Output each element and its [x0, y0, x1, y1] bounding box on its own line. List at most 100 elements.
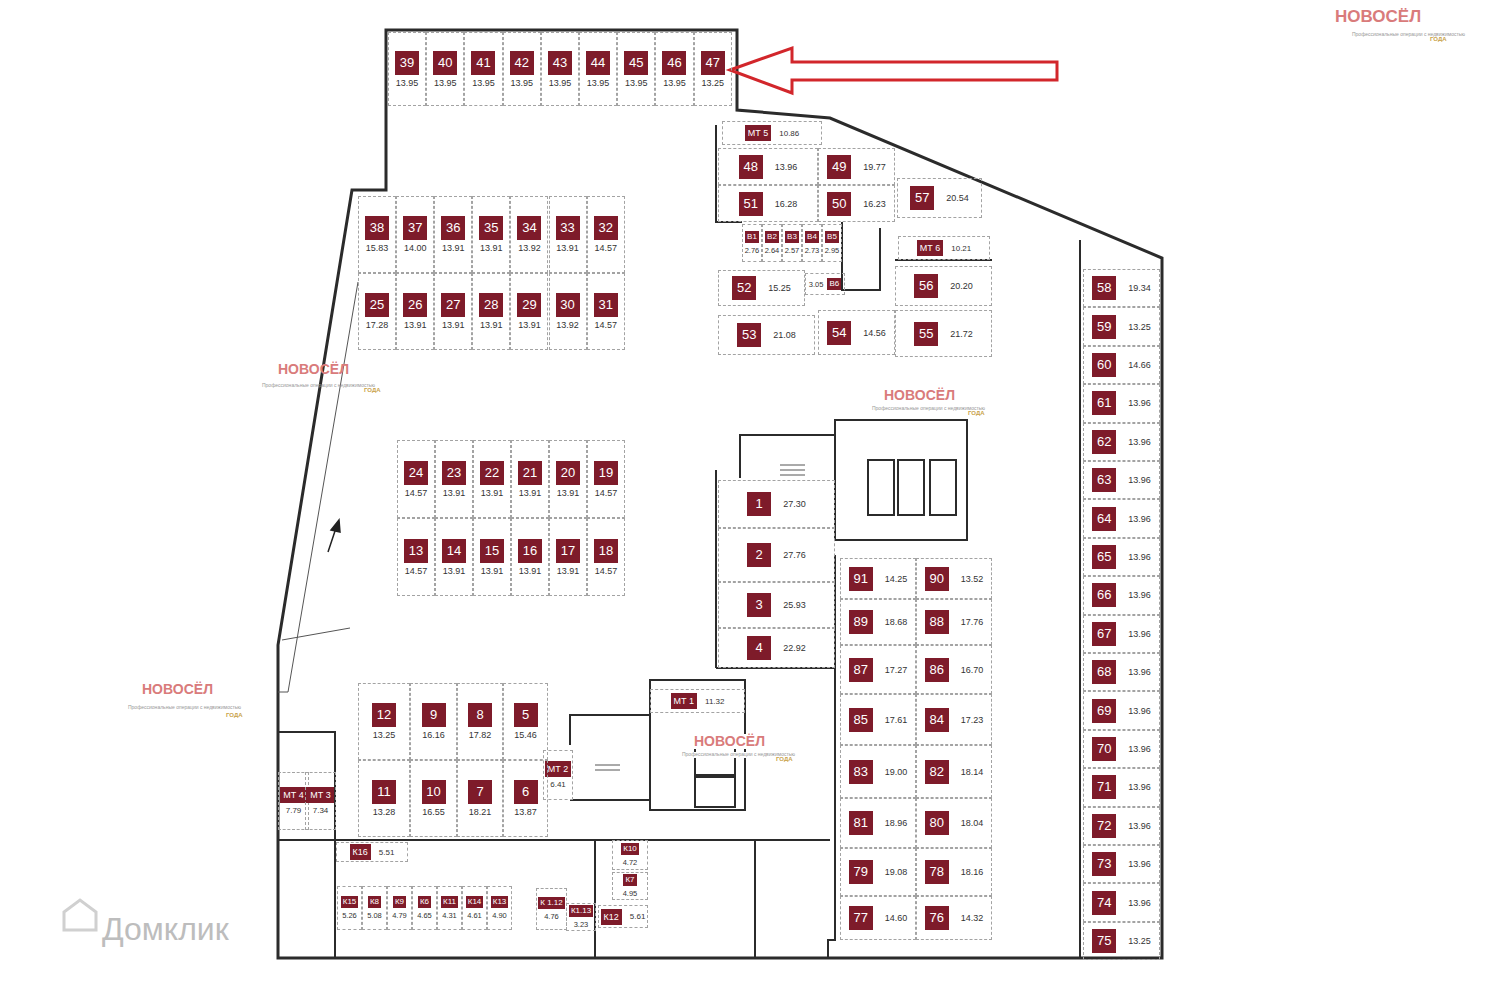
space-number: 37 — [403, 216, 427, 240]
space-number: 40 — [433, 51, 457, 75]
space-area: 13.95 — [510, 78, 533, 88]
space-area: 10.21 — [951, 244, 971, 253]
space-number: 34 — [517, 216, 541, 240]
elevator — [898, 460, 924, 515]
space-number: 19 — [594, 461, 618, 485]
parking-space: 6113.96 — [1083, 384, 1160, 422]
space-area: 13.96 — [1128, 898, 1151, 908]
parking-space: 1213.25 — [358, 683, 410, 760]
parking-space: 2414.57 — [397, 440, 435, 518]
space-area: 13.52 — [961, 574, 984, 584]
parking-space: 4919.77 — [818, 148, 895, 185]
space-area: 14.57 — [594, 320, 617, 330]
wall — [278, 839, 830, 841]
watermark: ГОДА — [226, 712, 243, 719]
space-number: МТ 6 — [917, 240, 944, 256]
space-number: К12 — [601, 909, 622, 925]
space-number: К9 — [393, 896, 406, 908]
space-area: 13.95 — [625, 78, 648, 88]
space-area: 21.08 — [773, 330, 796, 340]
space-area: 5.61 — [630, 912, 646, 921]
space-number: 38 — [365, 216, 389, 240]
space-area: 13.96 — [1128, 667, 1151, 677]
parking-space: 5321.08 — [718, 315, 815, 355]
wall — [570, 799, 650, 801]
space-area: 7.34 — [313, 806, 329, 815]
space-area: 13.91 — [519, 488, 542, 498]
space-number: 57 — [910, 186, 934, 210]
space-area: 13.25 — [373, 730, 396, 740]
space-area: 13.91 — [519, 566, 542, 576]
parking-space: 6913.96 — [1083, 691, 1160, 729]
space-number: 75 — [1092, 929, 1116, 953]
space-area: 2.73 — [805, 246, 820, 255]
space-area: 16.23 — [863, 199, 886, 209]
space-number: К14 — [466, 896, 484, 908]
space-area: 2.57 — [785, 246, 800, 255]
space-area: 13.95 — [549, 78, 572, 88]
watermark: Профессиональные операции с недвижимость… — [128, 705, 241, 711]
parking-space: 613.87 — [503, 760, 548, 837]
space-area: 14.57 — [595, 488, 618, 498]
space-area: 13.96 — [1128, 744, 1151, 754]
parking-space: 6613.96 — [1083, 576, 1160, 614]
parking-space: 2913.91 — [510, 273, 548, 350]
space-area: 16.55 — [422, 807, 445, 817]
space-number: К10 — [621, 843, 639, 855]
space-area: 14.66 — [1128, 360, 1151, 370]
space-area: 20.54 — [946, 193, 969, 203]
parking-space: В52.95 — [822, 224, 842, 262]
wall — [278, 732, 335, 840]
space-number: 20 — [556, 461, 580, 485]
parking-space: В12.76 — [742, 224, 762, 262]
space-number: 26 — [403, 293, 427, 317]
space-number: К11 — [441, 896, 458, 908]
space-number: 69 — [1092, 699, 1116, 723]
space-number: МТ 4 — [280, 787, 307, 803]
parking-space: 7113.96 — [1083, 768, 1160, 806]
space-area: 13.95 — [587, 78, 610, 88]
space-number: 31 — [594, 293, 618, 317]
parking-space: 5521.72 — [895, 310, 992, 357]
space-area: 13.25 — [1128, 322, 1151, 332]
space-number: 36 — [441, 216, 465, 240]
space-number: 13 — [404, 539, 428, 563]
parking-space: 4013.95 — [426, 32, 464, 106]
parking-space: 8918.68 — [840, 599, 916, 645]
watermark: НОВОСЁЛ — [694, 734, 765, 749]
parking-space: К85.08 — [362, 886, 387, 930]
parking-space: 6813.96 — [1083, 653, 1160, 691]
elevator-core — [835, 420, 967, 540]
space-number: 77 — [849, 906, 873, 930]
space-area: 19.08 — [885, 867, 908, 877]
space-area: 15.46 — [514, 730, 537, 740]
space-number: 24 — [404, 461, 428, 485]
parking-space: 19 14.57 — [587, 440, 625, 518]
space-area: 14.56 — [863, 328, 886, 338]
space-number: 50 — [827, 192, 851, 216]
parking-space: В32.57 — [782, 224, 802, 262]
space-area: 17.76 — [961, 617, 984, 627]
parking-space: 1314.57 — [397, 518, 435, 596]
space-number: 3 — [747, 593, 771, 617]
parking-space: 7513.25 — [1083, 922, 1160, 960]
space-number: К6 — [418, 896, 431, 908]
elevator — [930, 460, 956, 515]
stair — [595, 770, 620, 771]
space-area: 13.96 — [1128, 475, 1151, 485]
parking-space: 3313.91 — [549, 196, 587, 273]
space-number: 23 — [442, 461, 466, 485]
elevator — [868, 460, 894, 515]
parking-space: 916.16 — [410, 683, 457, 760]
parking-space: 325.93 — [718, 582, 835, 628]
parking-space: 8319.00 — [840, 745, 916, 798]
space-number: 5 — [514, 703, 538, 727]
parking-space: В63.05 — [805, 273, 845, 295]
parking-space: К144.61 — [462, 886, 487, 930]
space-number: В2 — [765, 231, 779, 243]
parking-space: 3013.92 — [549, 273, 587, 350]
watermark: ГОДА — [364, 387, 381, 394]
space-area: 16.70 — [961, 665, 984, 675]
space-area: 21.72 — [950, 329, 973, 339]
